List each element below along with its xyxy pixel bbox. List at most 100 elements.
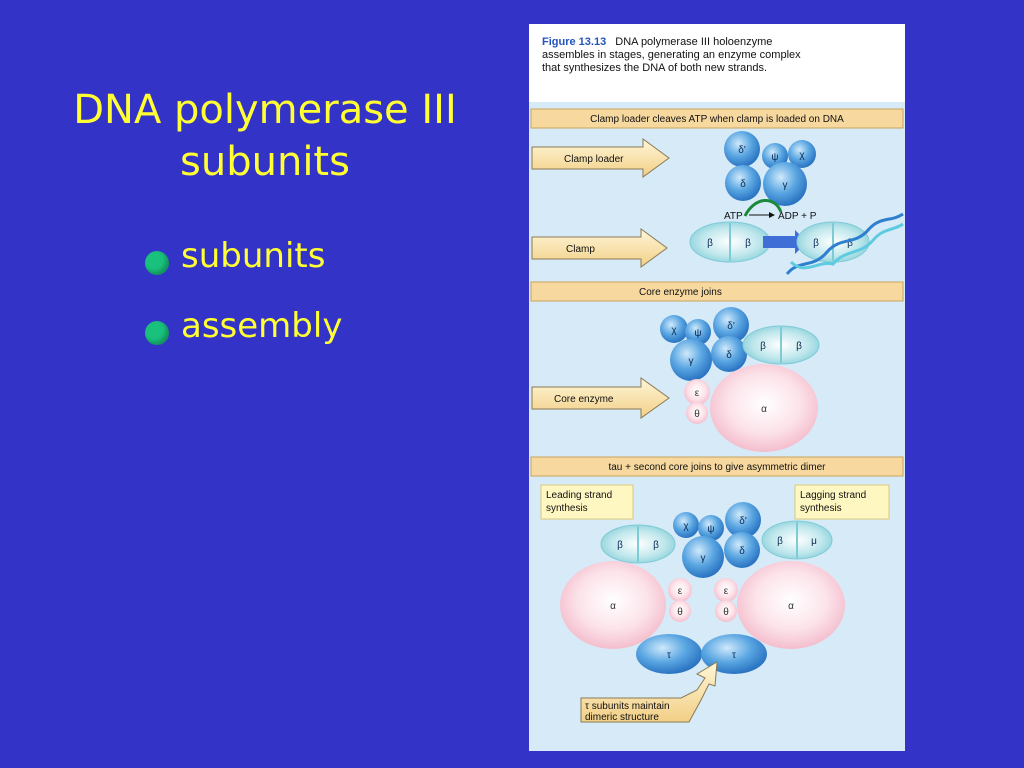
subunit-label: γ bbox=[783, 180, 788, 191]
lagging-strand-box bbox=[794, 484, 890, 520]
stage3-header-text: tau + second core joins to give asymmetr… bbox=[608, 462, 826, 473]
loading-arrow-icon bbox=[763, 230, 807, 254]
stage2-header-text: Core enzyme joins bbox=[639, 287, 722, 298]
subunit-label: μ bbox=[811, 536, 817, 547]
subunit-label: γ bbox=[689, 356, 694, 367]
subunit-label: τ bbox=[732, 650, 736, 661]
atp-hydrolysis-arrow-icon bbox=[743, 199, 783, 217]
subunit-gamma bbox=[763, 162, 807, 206]
subunit-psi bbox=[698, 515, 724, 541]
subunit-theta bbox=[715, 600, 737, 622]
stage2-header bbox=[530, 281, 904, 302]
atp-label: ATP bbox=[724, 211, 743, 222]
slide-title: DNA polymerase III subunits bbox=[20, 84, 510, 188]
subunit-delta bbox=[725, 165, 761, 201]
subunit-label: ψ bbox=[771, 152, 778, 163]
subunit-label: β bbox=[707, 238, 713, 249]
subunit-label: β bbox=[813, 238, 819, 249]
clamp-loader-label: Clamp loader bbox=[564, 154, 624, 165]
subunit-label: β bbox=[777, 536, 783, 547]
bullet-text: assembly bbox=[181, 306, 343, 346]
figure-13-13: Figure 13.13 DNA polymerase III holoenzy… bbox=[529, 24, 905, 751]
adp-label: ADP + P bbox=[778, 211, 817, 222]
core-enzyme-arrow bbox=[531, 377, 670, 419]
tau-note-line1: τ subunits maintain bbox=[585, 701, 670, 712]
subunit-label: β bbox=[760, 341, 766, 352]
subunit-label: χ bbox=[683, 521, 689, 532]
subunit-theta bbox=[686, 402, 708, 424]
subunit-epsilon bbox=[714, 578, 738, 602]
clamp-loader-arrow bbox=[531, 138, 670, 178]
subunit-label: γ bbox=[701, 553, 706, 564]
bullet-dot-icon bbox=[145, 251, 169, 275]
subunit-label: θ bbox=[723, 607, 729, 618]
subunit-label: θ bbox=[694, 409, 700, 420]
subunit-label: θ bbox=[677, 607, 683, 618]
leading-strand-label2: synthesis bbox=[546, 503, 588, 514]
subunit-label: ε bbox=[678, 586, 683, 597]
subunit-label: α bbox=[610, 601, 616, 612]
subunit-gamma bbox=[670, 339, 712, 381]
subunit-label: τ bbox=[667, 650, 671, 661]
bullet-text: subunits bbox=[181, 236, 326, 276]
slide-title-line1: DNA polymerase III bbox=[73, 87, 457, 133]
subunit-delta-prime bbox=[725, 502, 761, 538]
dna-strand-1-icon bbox=[785, 212, 904, 276]
subunit-label: β bbox=[796, 341, 802, 352]
subunit-chi bbox=[660, 315, 688, 343]
subunit-label: δ' bbox=[739, 516, 747, 527]
subunit-label: β bbox=[745, 238, 751, 249]
figure-caption: Figure 13.13 DNA polymerase III holoenzy… bbox=[542, 36, 772, 48]
subunit-label: δ bbox=[726, 350, 732, 361]
subunit-delta bbox=[711, 336, 747, 372]
tau-note-arrow bbox=[580, 661, 718, 723]
atp-arrow-head-icon bbox=[769, 212, 775, 218]
subunit-alpha-leading bbox=[560, 561, 666, 649]
subunit-delta-prime bbox=[713, 307, 749, 343]
subunit-label: β bbox=[653, 540, 659, 551]
subunit-label: α bbox=[788, 601, 794, 612]
subunit-label: χ bbox=[671, 325, 677, 336]
stage1-header bbox=[530, 108, 904, 129]
caption-line1: DNA polymerase III holoenzyme bbox=[615, 36, 772, 48]
caption-line3: that synthesizes the DNA of both new str… bbox=[542, 62, 767, 74]
subunit-epsilon bbox=[684, 379, 710, 405]
subunit-label: ψ bbox=[707, 524, 714, 535]
subunit-label: δ bbox=[740, 179, 746, 190]
core-enzyme-label: Core enzyme bbox=[554, 394, 614, 405]
stage3-header bbox=[530, 456, 904, 477]
subunit-alpha-lagging bbox=[737, 561, 845, 649]
slide-title-line2: subunits bbox=[180, 139, 350, 185]
subunit-label: ε bbox=[724, 586, 729, 597]
caption-line2: assembles in stages, generating an enzym… bbox=[542, 49, 801, 61]
bullet-dot-icon bbox=[145, 321, 169, 345]
subunit-label: δ' bbox=[738, 145, 746, 156]
subunit-delta bbox=[724, 532, 760, 568]
subunit-theta bbox=[669, 600, 691, 622]
caption-area bbox=[529, 24, 905, 102]
subunit-label: χ bbox=[799, 150, 805, 161]
figure-number: Figure 13.13 bbox=[542, 36, 606, 48]
subunit-epsilon bbox=[668, 578, 692, 602]
tau-note-line2: dimeric structure bbox=[585, 712, 659, 723]
subunit-psi bbox=[685, 319, 711, 345]
stage1-header-text: Clamp loader cleaves ATP when clamp is l… bbox=[590, 114, 844, 125]
subunit-gamma bbox=[682, 536, 724, 578]
clamp-arrow bbox=[531, 228, 668, 268]
subunit-alpha bbox=[710, 364, 818, 452]
leading-strand-label1: Leading strand bbox=[546, 490, 612, 501]
subunit-label: β bbox=[617, 540, 623, 551]
subunit-label: β bbox=[847, 238, 853, 249]
subunit-label: δ bbox=[739, 546, 745, 557]
subunit-chi bbox=[673, 512, 699, 538]
lagging-strand-label1: Lagging strand bbox=[800, 490, 866, 501]
dna-strand-2-icon bbox=[789, 222, 904, 270]
subunit-label: α bbox=[761, 404, 767, 415]
subunit-chi bbox=[788, 140, 816, 168]
subunit-label: ε bbox=[695, 388, 700, 399]
subunit-label: ψ bbox=[694, 328, 701, 339]
lagging-strand-label2: synthesis bbox=[800, 503, 842, 514]
subunit-tau-left bbox=[636, 634, 702, 674]
subunit-tau-right bbox=[701, 634, 767, 674]
clamp-label: Clamp bbox=[566, 244, 595, 255]
